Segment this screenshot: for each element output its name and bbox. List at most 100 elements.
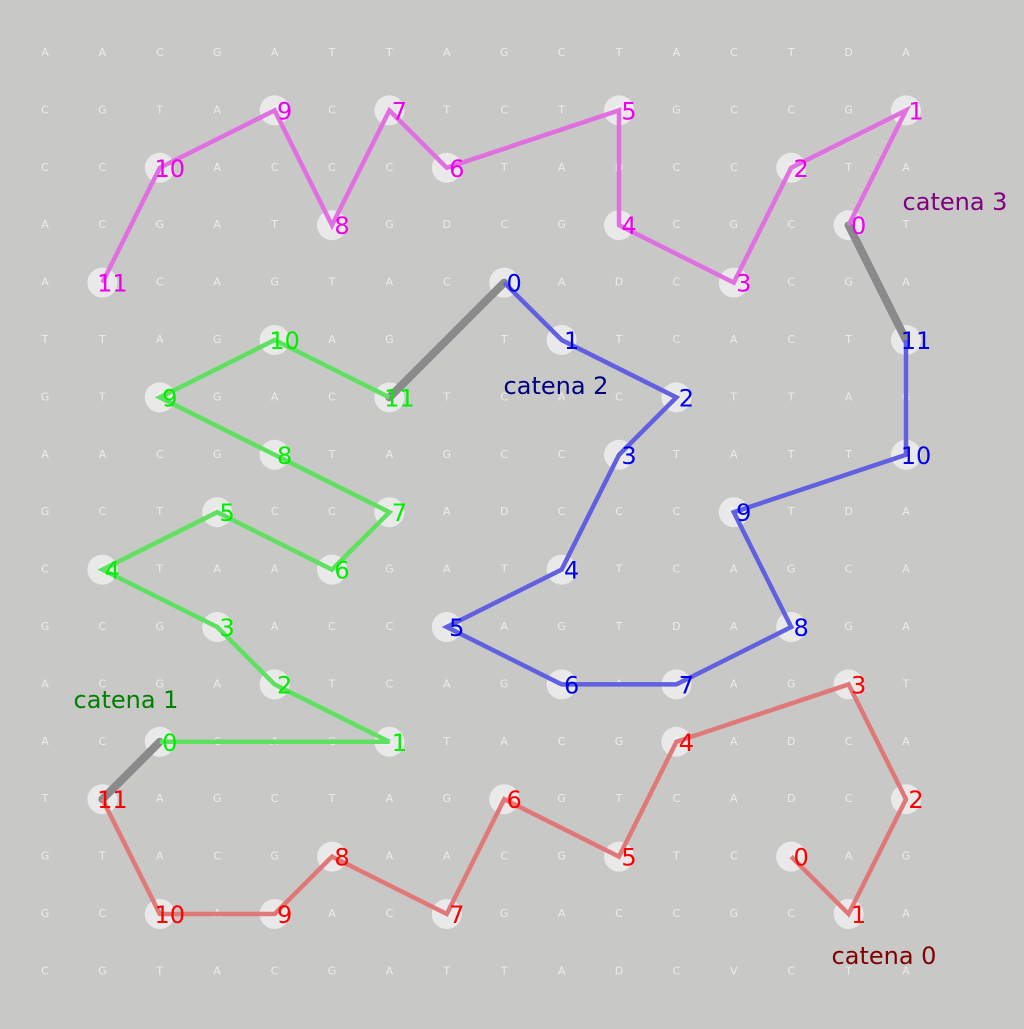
grid-letter: C [730,46,738,59]
grid-letter: T [98,333,106,346]
grid-letter: A [213,103,221,116]
grid-letter: T [328,792,336,805]
grid-letter: T [500,333,508,346]
chain-3-node-label: 1 [908,97,923,125]
chain-0-node-label: 1 [851,901,866,929]
grid-letter: C [328,103,336,116]
grid-letter: T [672,850,680,863]
chain-1-node-label: 11 [384,384,415,412]
grid-letter: A [500,620,508,633]
chain-3-node-label: 4 [621,212,636,240]
grid-letter: A [845,390,853,403]
grid-letter: C [730,103,738,116]
grid-letter: A [730,563,738,576]
grid-letter: A [673,46,681,59]
chain-0-label: catena 0 [832,942,937,970]
chain-1-node-label: 2 [277,671,292,699]
chain-connector [98,737,164,804]
grid-letter: G [270,850,279,863]
grid-letter: D [443,218,451,231]
chain-1-node-label: 4 [105,557,120,585]
grid-letter: A [213,964,221,977]
grid-letter: C [500,218,508,231]
grid-letter: G [443,792,452,805]
chain-3-node-label: 0 [851,212,866,240]
grid-letter: G [213,46,222,59]
grid-letter: C [787,907,795,920]
chain-connectors [98,221,910,804]
grid-letter: T [844,448,852,461]
chain-connector [385,278,509,402]
grid-letter: T [270,218,278,231]
grid-letter: C [41,103,49,116]
chain-1-node-label: 3 [220,614,235,642]
chain-1-label: catena 1 [74,686,179,714]
grid-letter: T [328,276,336,289]
grid-letter: A [41,276,49,289]
grid-letter: C [787,103,795,116]
chain-1-node-label: 1 [392,729,407,757]
grid-letter: G [557,620,566,633]
grid-letter: A [558,907,566,920]
grid-letter: G [557,792,566,805]
grid-letter: A [386,276,394,289]
chain-2-node-label: 1 [564,327,579,355]
grid-letter: A [41,677,49,690]
grid-letter: T [500,563,508,576]
grid-letter: C [328,620,336,633]
chain-3-node-label: 8 [334,212,349,240]
chain-2-line [441,281,909,687]
grid-letter: A [902,563,910,576]
grid-letter: T [155,505,163,518]
grid-letter: T [385,46,393,59]
grid-letter: C [99,505,107,518]
grid-letter: T [672,448,680,461]
grid-letter: A [443,677,451,690]
grid-letter: A [213,677,221,690]
chain-2-node-label: 11 [901,327,932,355]
chain-0-node-label: 8 [334,844,349,872]
chain-0-node-label: 0 [794,844,809,872]
grid-letter: C [787,218,795,231]
chain-2-node-label: 3 [621,442,636,470]
grid-letter: G [443,448,452,461]
grid-letter: A [902,505,910,518]
grid-letter: A [41,46,49,59]
grid-letter: A [156,792,164,805]
grid-letter: G [41,620,50,633]
grid-letter: A [41,218,49,231]
chain-2-node-label: 0 [507,270,522,298]
grid-letter: G [787,677,796,690]
grid-letter: C [328,390,336,403]
grid-letter: A [328,907,336,920]
grid-letter: T [787,505,795,518]
grid-letter: A [730,333,738,346]
grid-letter: C [673,563,681,576]
grid-letter: G [730,907,739,920]
chain-1-node-label: 5 [220,499,235,527]
grid-letter: A [41,448,49,461]
grid-letter: G [156,218,165,231]
grid-letter: C [386,161,394,174]
grid-letter: G [213,333,222,346]
grid-letter: G [500,907,509,920]
grid-letter: A [156,850,164,863]
grid-letter: G [615,735,624,748]
chain-connector [844,221,910,344]
grid-letter: G [270,276,279,289]
chain-2-node-label: 7 [679,671,694,699]
grid-letter: C [673,218,681,231]
grid-letter: T [442,103,450,116]
grid-letter: G [844,276,853,289]
grid-letter: C [845,792,853,805]
grid-letter: C [615,907,623,920]
grid-letter: A [271,563,279,576]
grid-letter: G [41,505,50,518]
grid-letter: T [787,448,795,461]
grid-letter: T [98,390,106,403]
grid-letter: G [902,850,911,863]
grid-letter: A [902,276,910,289]
grid-letter: C [558,505,566,518]
